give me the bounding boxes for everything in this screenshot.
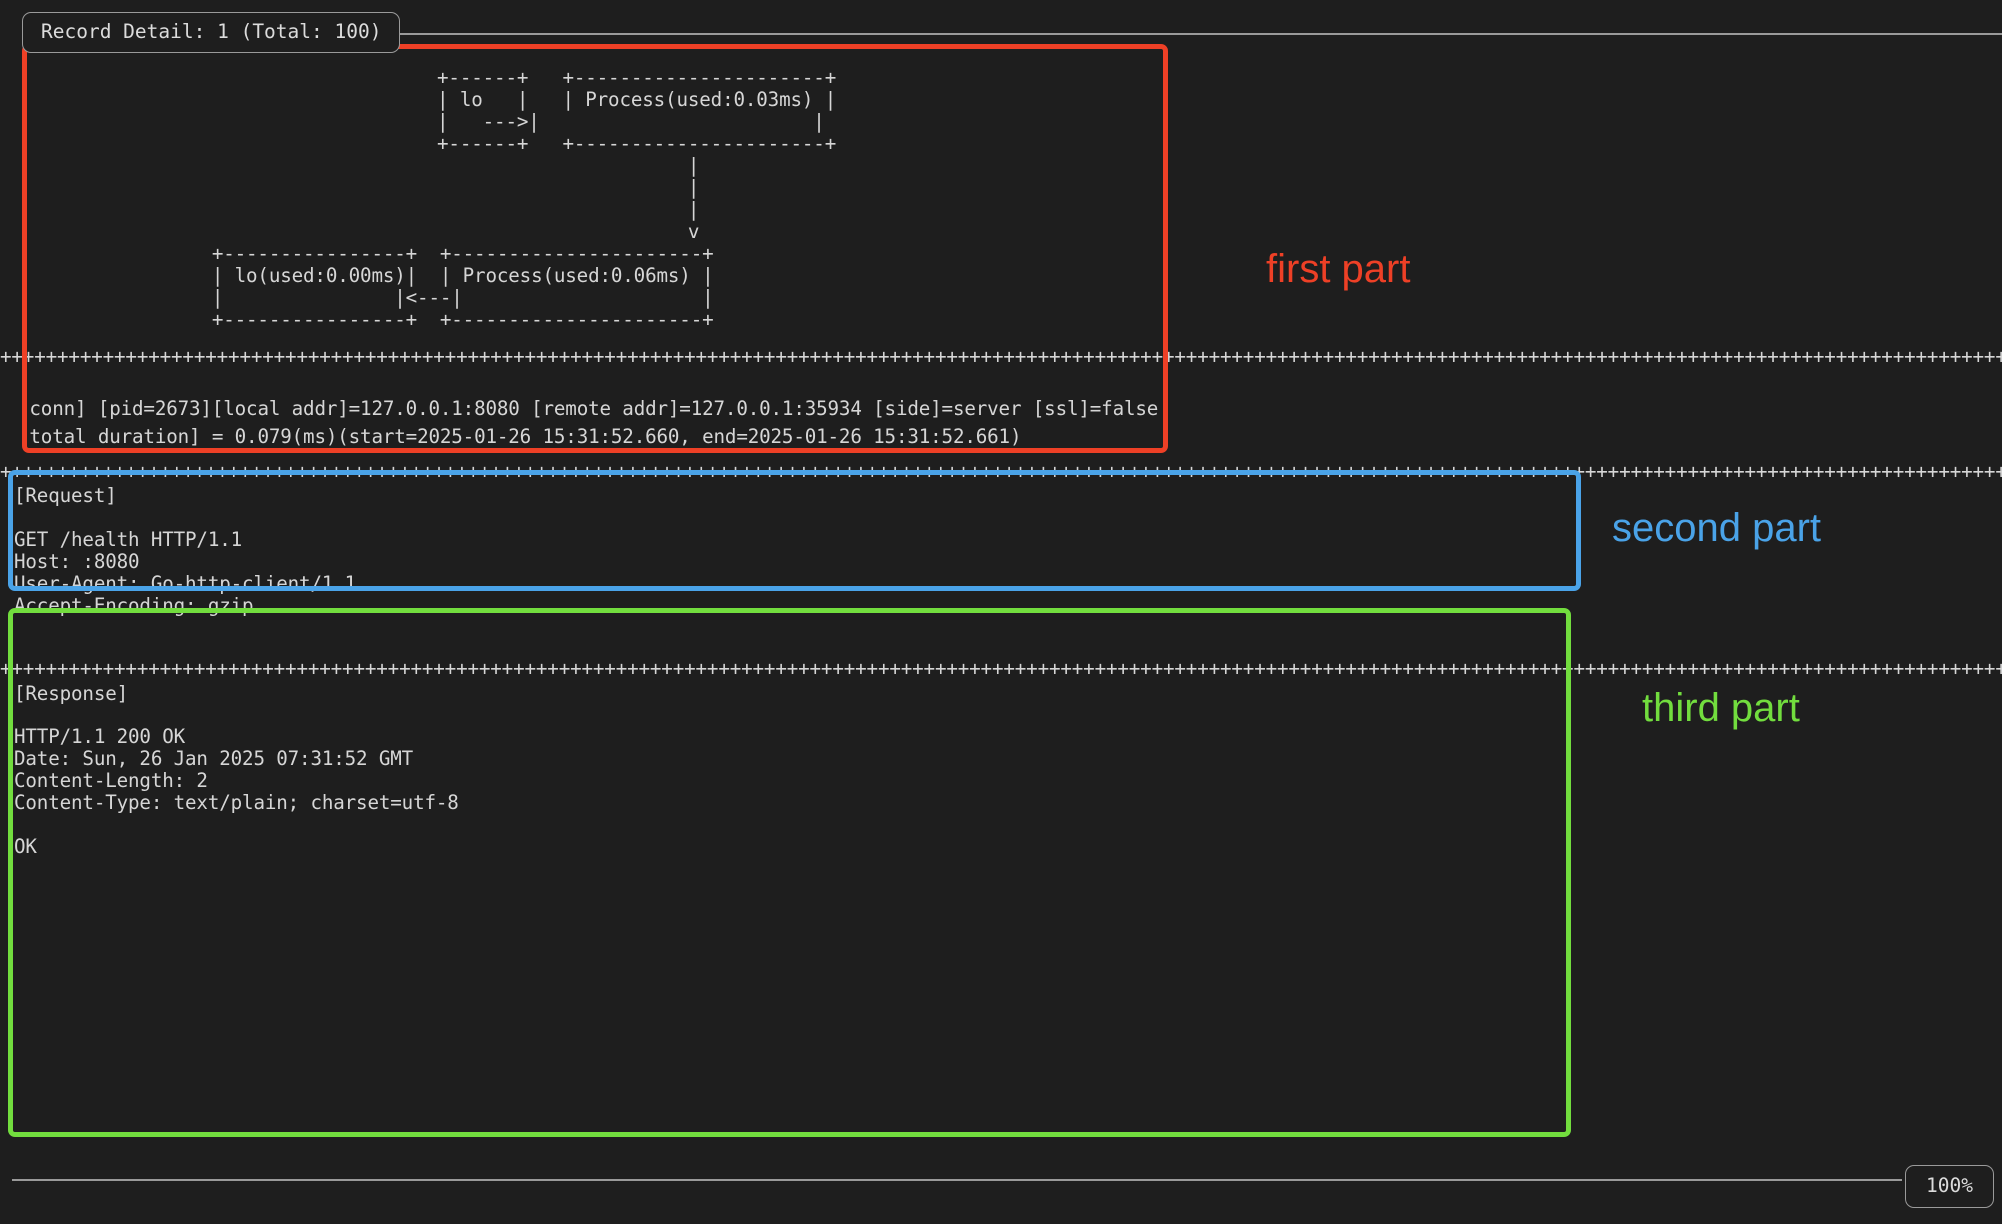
conn-summary-line-1: [conn] [pid=2673][local addr]=127.0.0.1:…	[18, 397, 1159, 420]
ascii-diagram-line-11: | |<---| |	[132, 286, 714, 309]
record-detail-title: Record Detail: 1 (Total: 100)	[22, 12, 401, 53]
response-line-1: Date: Sun, 26 Jan 2025 07:31:52 GMT	[14, 747, 414, 770]
response-line-0: HTTP/1.1 200 OK	[14, 725, 186, 748]
ascii-diagram-line-12: +----------------+ +--------------------…	[132, 308, 714, 331]
response-line-3: Content-Type: text/plain; charset=utf-8	[14, 791, 459, 814]
zoom-level-indicator[interactable]: 100%	[1905, 1165, 1994, 1208]
separator-top: ++++++++++++++++++++++++++++++++++++++++…	[0, 346, 2002, 368]
ascii-diagram-line-3: | --->| |	[266, 110, 825, 133]
response-heading: [Response]	[14, 682, 129, 705]
ascii-diagram-line-10: | lo(used:0.00ms)| | Process(used:0.06ms…	[132, 264, 714, 287]
ascii-diagram-line-2: | lo | | Process(used:0.03ms) |	[266, 88, 837, 111]
conn-summary-line-2: [total duration] = 0.079(ms)(start=2025-…	[18, 425, 1022, 448]
annotation-third-part: third part	[1642, 686, 1800, 730]
title-rule	[370, 33, 2002, 35]
request-heading: [Request]	[14, 484, 117, 507]
response-body: OK	[14, 835, 37, 858]
request-line-0: GET /health HTTP/1.1	[14, 528, 243, 551]
ascii-diagram-line-6: |	[266, 176, 700, 199]
separator-middle: ++++++++++++++++++++++++++++++++++++++++…	[0, 461, 2002, 483]
ascii-diagram-line-4: +------+ +----------------------+	[266, 132, 837, 155]
annotation-first-part: first part	[1266, 247, 1411, 291]
ascii-diagram-line-1: +------+ +----------------------+	[266, 66, 837, 89]
footer-rule	[12, 1179, 1902, 1181]
ascii-diagram-line-7: |	[266, 198, 700, 221]
annotation-second-part: second part	[1612, 506, 1822, 550]
request-line-3: Accept-Encoding: gzip	[14, 594, 254, 617]
request-line-1: Host: :8080	[14, 550, 140, 573]
response-line-2: Content-Length: 2	[14, 769, 208, 792]
ascii-diagram-line-5: |	[266, 154, 700, 177]
separator-request-response: ++++++++++++++++++++++++++++++++++++++++…	[0, 658, 2002, 680]
ascii-diagram-line-8: v	[266, 220, 700, 243]
ascii-diagram-line-9: +----------------+ +--------------------…	[132, 242, 714, 265]
